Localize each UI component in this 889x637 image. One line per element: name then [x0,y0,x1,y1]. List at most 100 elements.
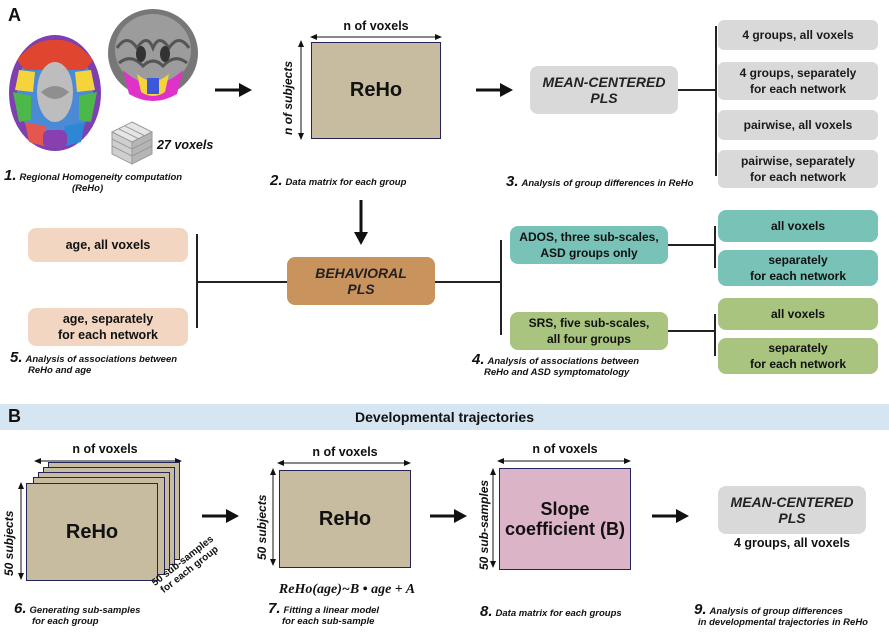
step9-sub-label: 4 groups, all voxels [733,536,850,550]
step6-caption: 6.Generating sub-samples for each group [14,601,184,627]
connector-line-srs [668,330,715,332]
panel-b-letter: B [8,406,21,426]
pls-option-2-line1: 4 groups, separately [739,66,857,80]
step5-text: Analysis of associations between [25,354,178,365]
step2-number: 2. [270,172,283,189]
pls-option-2: 4 groups, separately for each network [718,62,878,100]
step8-caption: 8.Data matrix for each groups [480,603,660,620]
step2-rows-label: n of subjects [281,60,295,135]
bracket-line-srs [714,314,716,356]
mc-pls-line1: MEAN-CENTERED [542,74,666,90]
bracket-line [715,26,717,176]
rows-arrow-icon-6 [18,482,24,580]
voxels-label: 27 voxels [157,138,214,152]
srs-option-2-line1: separately [768,341,828,355]
srs-option-1-label: all voxels [770,307,826,321]
step7-text: Fitting a linear model [283,605,380,616]
panel-b-header-band [0,404,889,430]
step9-caption: 9.Analysis of group differences in devel… [694,601,884,628]
step4-number: 4. [472,351,485,368]
ados-box: ADOS, three sub-scales, ASD groups only [510,226,668,264]
mc-pls-b-line1: MEAN-CENTERED [730,494,854,510]
connector-line [678,89,716,91]
rows-arrow-icon-7 [270,468,276,566]
step7-text-line2: for each sub-sample [282,616,375,627]
panel-a-letter: A [8,5,21,25]
step8-number: 8. [480,603,493,620]
arrow-right-icon-2 [476,83,513,97]
step4-caption: 4.Analysis of associations between ReHo … [472,351,702,378]
step3-text: Analysis of group differences in ReHo [521,178,694,189]
step2-cols-label: n of voxels [343,19,409,33]
pls-option-4-line1: pairwise, separately [740,154,856,168]
step4-text: Analysis of associations between [487,356,640,367]
cols-arrow-icon-8 [497,458,631,464]
step4-text-line2: ReHo and ASD symptomatology [484,367,630,378]
rows-arrow-icon [298,40,304,140]
srs-line1: SRS, five sub-scales, [528,316,650,330]
arrow-right-icon-b3 [652,509,689,523]
cols-arrow-icon-7 [277,460,411,466]
step1-number: 1. [4,167,17,184]
pls-option-1: 4 groups, all voxels [718,20,878,50]
panel-b-title: Developmental trajectories [355,409,534,425]
age-option-2-line1: age, separately [62,312,154,326]
age-option-1-label: age, all voxels [65,238,151,252]
step7-rows-label: 50 subjects [255,494,269,560]
step1-caption: 1.Regional Homogeneity computation (ReHo… [4,167,214,194]
srs-option-1: all voxels [718,298,878,330]
arrow-right-icon-b2 [430,509,467,523]
pls-option-1-label: 4 groups, all voxels [742,28,854,42]
step5-number: 5. [10,349,23,366]
srs-option-2-line2: for each network [749,357,847,371]
step2-caption: 2.Data matrix for each group [270,172,460,189]
arrow-right-icon-b1 [202,509,239,523]
step7-caption: 7.Fitting a linear model for each sub-sa… [268,600,438,627]
step2-reho-matrix: ReHo [311,42,441,139]
behavioral-line2: PLS [347,281,375,297]
connector-line-age [196,281,287,283]
pls-option-4-line2: for each network [749,170,846,184]
step7-number: 7. [268,600,281,617]
step5-caption: 5.Analysis of associations between ReHo … [10,349,230,376]
srs-line2: all four groups [546,332,631,346]
ados-line2: ASD groups only [540,246,638,260]
slope-line2: coefficient (B) [504,519,625,539]
ados-option-1-label: all voxels [770,219,826,233]
step8-text: Data matrix for each groups [495,608,622,619]
step9-text: Analysis of group differences [709,606,843,617]
step2-text: Data matrix for each group [285,177,407,188]
ados-option-1: all voxels [718,210,878,242]
arrow-right-icon [215,83,252,97]
step1-text: Regional Homogeneity computation [19,172,183,183]
axial-brain-image [9,35,101,151]
voxel-cube-icon [110,121,154,165]
connector-line-symptom [435,281,501,283]
ados-option-2-line2: for each network [749,269,847,283]
behavioral-line1: BEHAVIORAL [315,265,407,281]
step8-cols-label: n of voxels [532,442,598,456]
bracket-line-symptom [500,240,502,335]
arrow-down-icon [354,200,368,245]
mc-pls-b-line2: PLS [778,510,806,526]
mc-pls-line2: PLS [590,90,618,106]
step6-cols-label: n of voxels [72,442,138,456]
step3-caption: 3.Analysis of group differences in ReHo [506,174,716,189]
srs-option-2: separately for each network [718,338,878,374]
step7-reho-matrix: ReHo [279,470,411,568]
ados-line1: ADOS, three sub-scales, [519,230,659,244]
step9-number: 9. [694,601,707,618]
step7-cols-label: n of voxels [312,445,378,459]
bracket-line-ados [714,226,716,268]
step6-text: Generating sub-samples [29,605,141,616]
cols-arrow-icon [310,34,442,40]
linear-model-formula: ReHo(age)~B • age + A [278,582,416,597]
rows-arrow-icon-8 [490,468,496,568]
step9-text-line2: in developmental trajectories in ReHo [698,617,868,628]
pls-option-2-line2: for each network [749,82,847,96]
